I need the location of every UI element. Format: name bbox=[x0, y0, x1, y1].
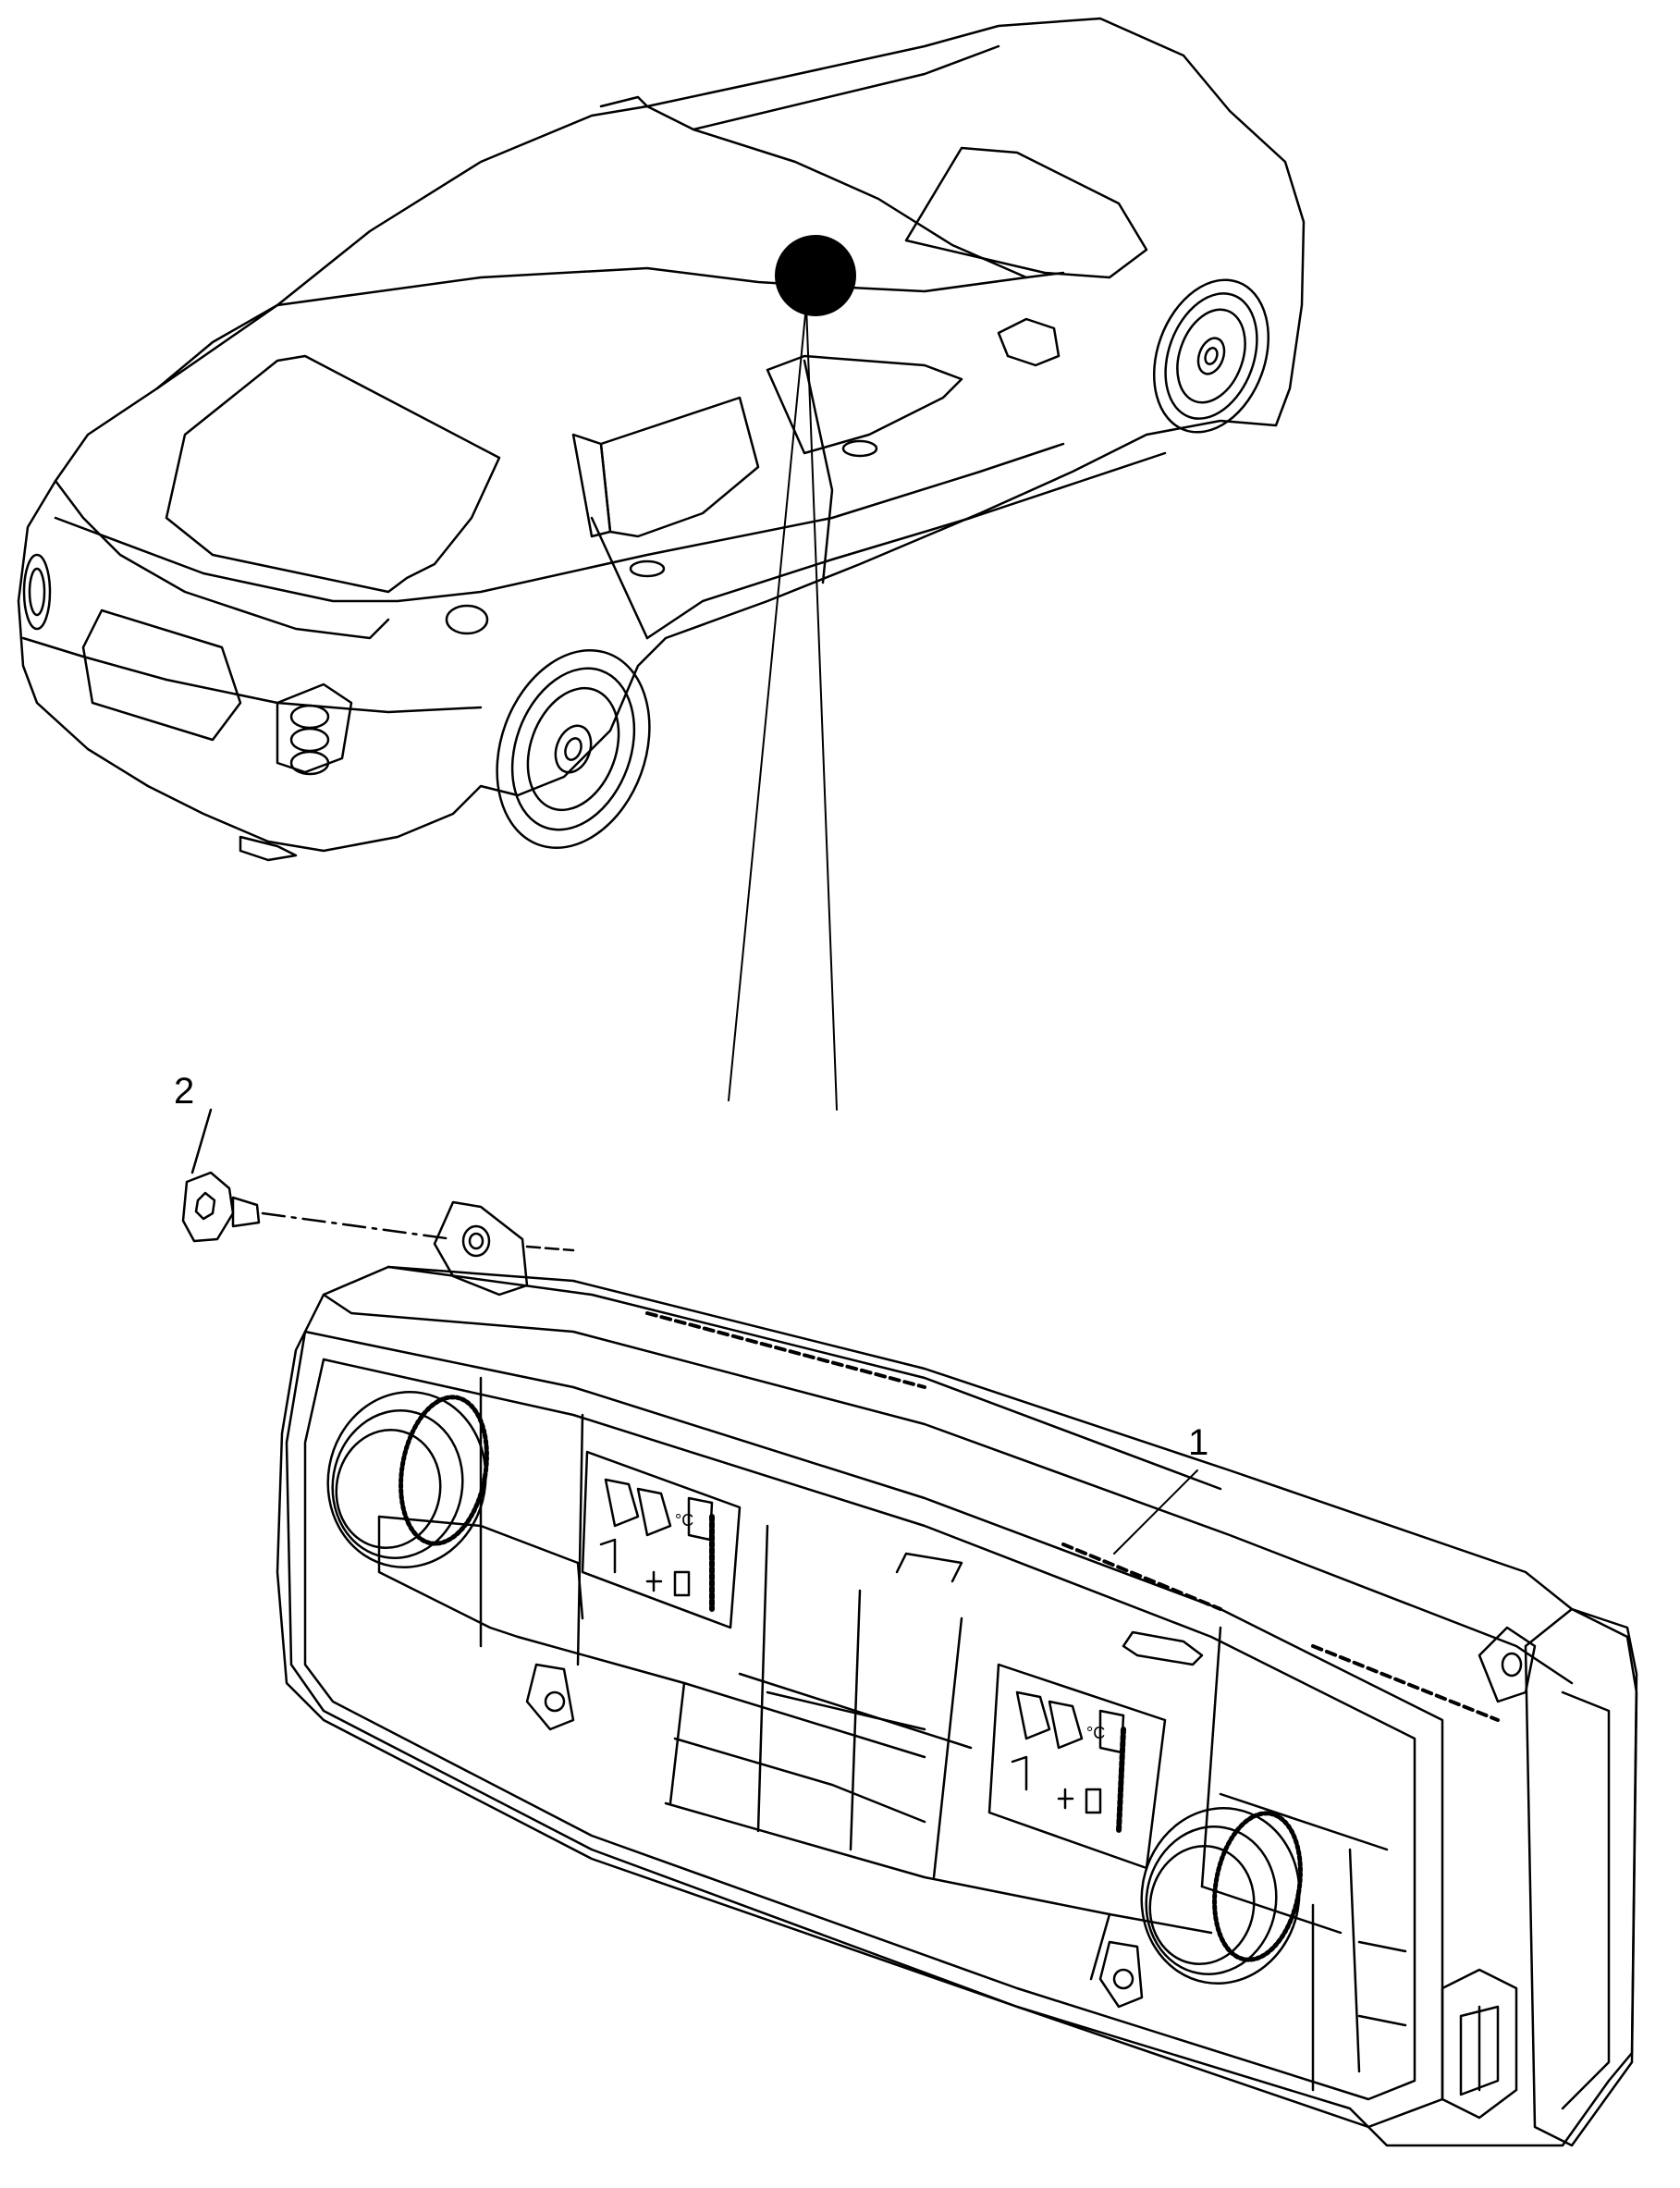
rear-window bbox=[165, 354, 501, 594]
rear-wheel bbox=[496, 648, 651, 850]
side-window-front bbox=[766, 354, 963, 455]
left-display-unit: °C bbox=[675, 1511, 693, 1530]
right-display-unit: °C bbox=[1086, 1724, 1105, 1742]
right-temperature-knob bbox=[1140, 1807, 1303, 1985]
left-temperature-knob bbox=[326, 1391, 489, 1568]
location-marker bbox=[775, 235, 856, 316]
screw bbox=[181, 1108, 455, 1243]
location-leader bbox=[728, 304, 838, 1111]
callout-label-1: 1 bbox=[1188, 1422, 1209, 1463]
callout-label-2: 2 bbox=[174, 1071, 195, 1112]
front-wheel bbox=[1152, 278, 1270, 434]
climate-control-panel: °C °C bbox=[276, 1200, 1638, 2147]
right-display: °C bbox=[987, 1663, 1167, 1870]
left-display: °C bbox=[581, 1450, 742, 1629]
side-window-rear bbox=[599, 396, 760, 538]
vehicle-illustration bbox=[17, 17, 1306, 862]
